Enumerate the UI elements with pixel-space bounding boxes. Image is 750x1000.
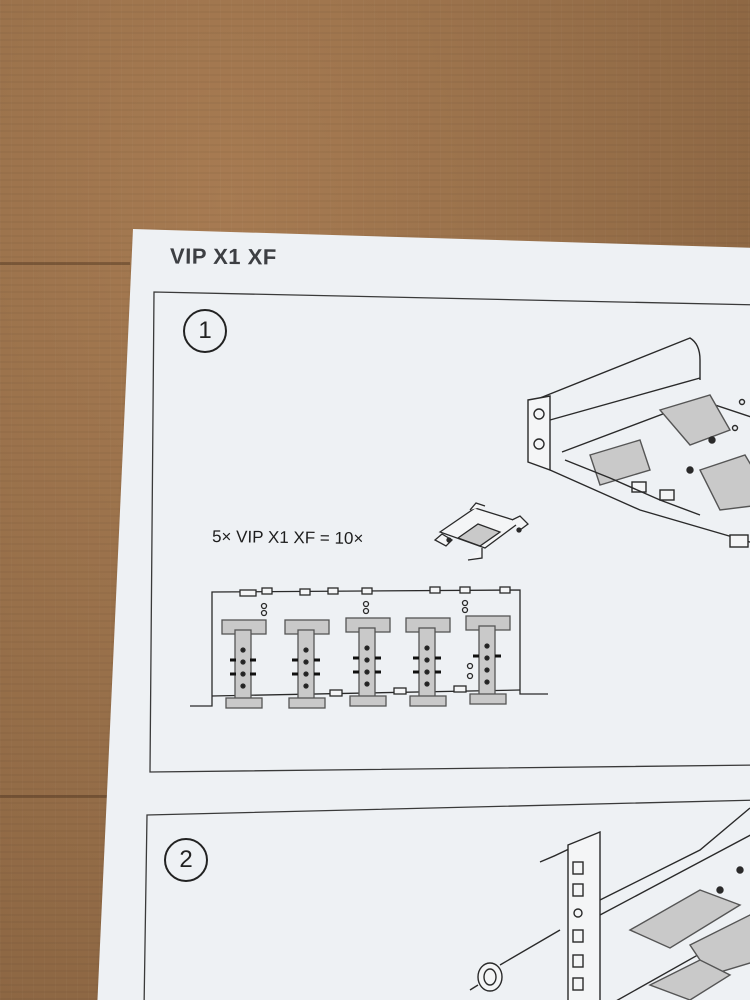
rack-unit-3 bbox=[345, 600, 391, 707]
panel-2-frame bbox=[143, 799, 750, 1000]
step-1-number: 1 bbox=[183, 309, 227, 353]
rack-mount-illustration bbox=[469, 807, 750, 1000]
cardboard-seam bbox=[0, 795, 130, 798]
step-2-number: 2 bbox=[164, 838, 208, 882]
paper-sheet bbox=[97, 229, 750, 1000]
document-title: VIP X1 XF bbox=[169, 243, 277, 270]
cardboard-seam bbox=[0, 262, 130, 265]
rack-unit-4 bbox=[405, 617, 451, 707]
chassis-isometric-illustration bbox=[527, 337, 750, 548]
mounting-bracket-icon bbox=[433, 502, 529, 561]
rack-unit-2 bbox=[284, 619, 330, 709]
chassis-front-view-diagram bbox=[190, 586, 548, 709]
quantity-equation: 5× VIP X1 XF = 10× bbox=[211, 526, 364, 549]
rack-unit-5 bbox=[461, 599, 511, 705]
panel-1-frame bbox=[149, 291, 750, 773]
rack-unit-1 bbox=[221, 602, 268, 709]
